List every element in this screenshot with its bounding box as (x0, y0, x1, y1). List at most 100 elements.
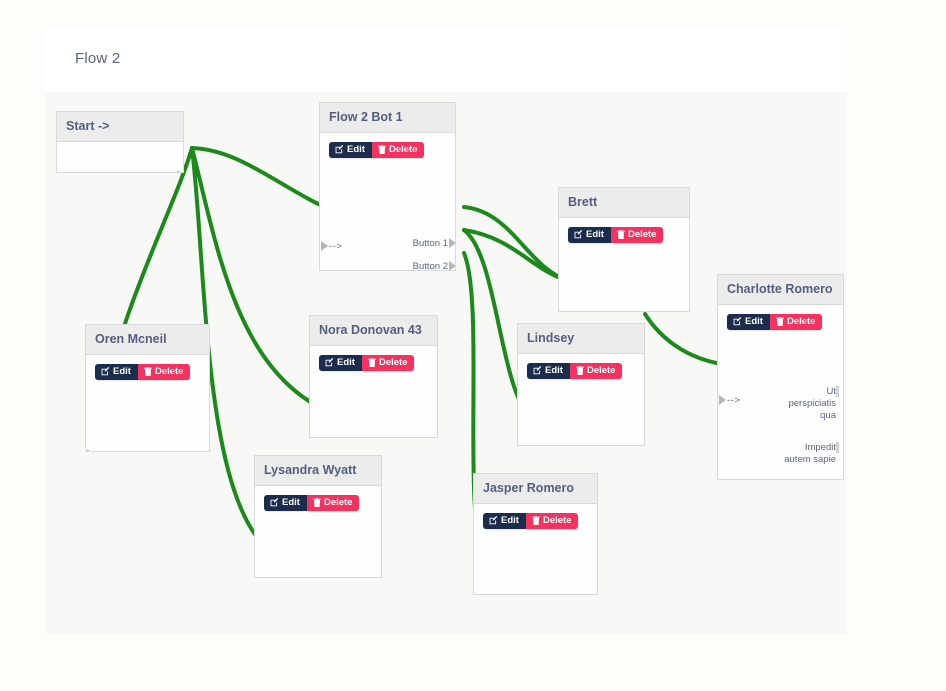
node-action-buttons: Edit Delete (527, 363, 623, 379)
node-action-buttons: Edit Delete (264, 495, 360, 511)
delete-button-label: Delete (323, 497, 353, 508)
output-port-marker (449, 261, 455, 270)
output-port-label: Impedit autem sapie (784, 442, 836, 465)
flow-header-panel: Flow 2 (45, 28, 847, 92)
node-start[interactable]: Start ->test (56, 111, 184, 173)
output-port-label: test (161, 170, 176, 172)
input-port-label: --> (727, 395, 741, 406)
edit-button[interactable]: Edit (568, 227, 611, 243)
node-title: Oren Mcneil (86, 325, 209, 355)
node-action-buttons: Edit Delete (329, 142, 425, 158)
delete-button[interactable]: Delete (569, 363, 623, 379)
edit-button[interactable]: Edit (483, 513, 526, 529)
pencil-square-icon (325, 358, 334, 367)
output-port[interactable]: Button 1 (413, 238, 455, 250)
delete-button[interactable]: Delete (137, 364, 191, 380)
node-title: Lindsey (518, 324, 644, 354)
input-port-label: --> (568, 311, 581, 312)
pencil-square-icon (489, 516, 498, 525)
input-port-marker (560, 311, 567, 312)
input-port-marker (321, 241, 328, 251)
output-port[interactable]: Button 2 (413, 261, 455, 270)
node-body: Edit Delete --> (86, 355, 209, 451)
pencil-square-icon (270, 498, 279, 507)
input-port[interactable]: --> (87, 449, 108, 451)
edit-button-label: Edit (347, 144, 365, 155)
input-port-marker (719, 395, 726, 405)
trash-icon (532, 516, 540, 526)
trash-icon (776, 317, 784, 327)
trash-icon (576, 366, 584, 376)
edge-connector[interactable] (190, 146, 323, 410)
node-title: Nora Donovan 43 (310, 316, 437, 346)
node-body: test (57, 142, 183, 172)
edit-button-label: Edit (501, 515, 519, 526)
edit-button-label: Edit (745, 316, 763, 327)
edit-button-label: Edit (113, 366, 131, 377)
edit-button-label: Edit (282, 497, 300, 508)
delete-button-label: Delete (627, 229, 657, 240)
delete-button[interactable]: Delete (525, 513, 579, 529)
edge-connector[interactable] (462, 205, 571, 283)
input-port-label: --> (329, 241, 343, 252)
delete-button-label: Delete (154, 366, 184, 377)
input-port-marker (87, 449, 94, 451)
edit-button-label: Edit (337, 357, 355, 368)
edit-button-label: Edit (545, 365, 563, 376)
input-port[interactable]: --> (568, 311, 581, 312)
edit-button[interactable]: Edit (319, 355, 362, 371)
edge-connector[interactable] (190, 146, 335, 213)
pencil-square-icon (101, 367, 110, 376)
edit-button-label: Edit (586, 229, 604, 240)
trash-icon (378, 145, 386, 155)
trash-icon (617, 230, 625, 240)
delete-button[interactable]: Delete (361, 355, 415, 371)
delete-button[interactable]: Delete (610, 227, 664, 243)
flow-canvas[interactable]: Start ->testFlow 2 Bot 1EditDelete-->But… (45, 92, 847, 634)
edit-button[interactable]: Edit (95, 364, 138, 380)
input-port-label: --> (95, 449, 108, 451)
edge-connector[interactable] (462, 228, 571, 283)
edge-connector[interactable] (643, 312, 731, 367)
node-body: Edit Delete --> (559, 218, 689, 312)
pencil-square-icon (733, 317, 742, 326)
output-port[interactable]: Ut perspiciatis qua (778, 386, 839, 422)
delete-button-label: Delete (542, 515, 572, 526)
output-port[interactable]: test (161, 170, 183, 172)
output-port-marker (836, 442, 839, 453)
node-title: Charlotte Romero (718, 275, 843, 305)
output-port-label: Ut perspiciatis qua (788, 386, 836, 421)
edit-button[interactable]: Edit (264, 495, 307, 511)
node-action-buttons: Edit Delete (95, 364, 191, 380)
edge-layer (99, 146, 731, 567)
delete-button[interactable]: Delete (371, 142, 425, 158)
trash-icon (144, 367, 152, 377)
edge-connector[interactable] (190, 146, 269, 550)
edit-button[interactable]: Edit (727, 314, 770, 330)
delete-button-label: Delete (378, 357, 408, 368)
delete-button[interactable]: Delete (769, 314, 823, 330)
delete-button-label: Delete (586, 365, 616, 376)
input-port[interactable]: --> (321, 241, 343, 253)
node-action-buttons: Edit Delete (568, 227, 664, 243)
page-title: Flow 2 (75, 50, 121, 67)
pencil-square-icon (533, 366, 542, 375)
delete-button-label: Delete (786, 316, 816, 327)
delete-button[interactable]: Delete (306, 495, 360, 511)
edit-button[interactable]: Edit (329, 142, 372, 158)
input-port[interactable]: --> (719, 395, 741, 407)
node-action-buttons: Edit Delete (483, 513, 579, 529)
output-port[interactable]: Impedit autem sapie (778, 442, 839, 466)
edit-button[interactable]: Edit (527, 363, 570, 379)
